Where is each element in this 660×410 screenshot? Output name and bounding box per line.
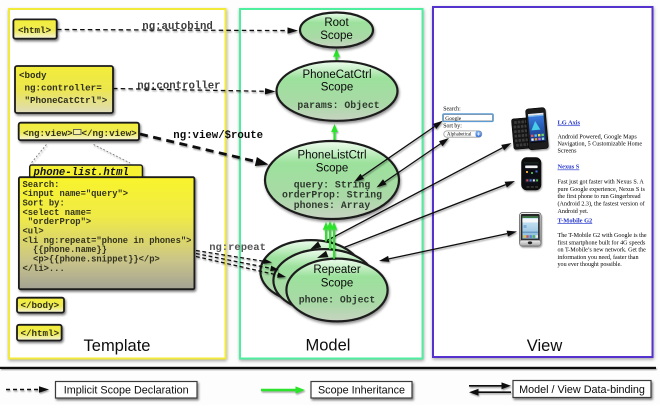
svg-text:ng:controller=: ng:controller= [19,83,102,94]
svg-text:"orderProp">: "orderProp"> [23,217,92,227]
svg-text:phone: Object: phone: Object [299,294,375,305]
svg-text:Template: Template [84,337,151,355]
svg-text:<body: <body [19,70,47,81]
svg-text:Repeater: Repeater [313,264,360,276]
svg-text:phones: Array: phones: Array [294,200,371,211]
svg-text:params: Object: params: Object [297,100,379,111]
svg-text:Scope: Scope [320,30,353,42]
svg-text:</ng:view>: </ng:view> [82,128,138,139]
svg-text:PhoneListCtrl: PhoneListCtrl [297,150,366,162]
svg-text:Android yet.: Android yet. [558,209,589,215]
svg-text:ng:view/$route: ng:view/$route [173,130,263,142]
svg-text:View: View [527,337,563,355]
svg-text:first smartphone built for 4G: first smartphone built for 4G speeds [558,239,646,246]
svg-text:<input name="query">: <input name="query"> [23,189,129,199]
svg-text:</body>: </body> [21,300,60,311]
svg-text:"PhoneCatCtrl">: "PhoneCatCtrl"> [19,95,108,106]
svg-text:Root: Root [324,17,349,29]
svg-text:PhoneCatCtrl: PhoneCatCtrl [302,69,371,81]
svg-text:Navigation, 5 Customizable Hom: Navigation, 5 Customizable Home [558,142,643,148]
svg-text:phone-list.html: phone-list.html [33,167,129,179]
svg-text:Fast just got faster with Nexu: Fast just got faster with Nexus S. A [558,178,645,185]
svg-text:ng:autobind: ng:autobind [142,21,213,33]
svg-text:Nexus S: Nexus S [558,164,580,171]
svg-text:the first phone to run Gingerb: the first phone to run Gingerbread [558,193,641,200]
svg-text:T-Mobile G2: T-Mobile G2 [558,217,593,224]
svg-text:you ever thought possible.: you ever thought possible. [558,262,623,268]
svg-text:Search:: Search: [443,106,461,112]
svg-text:Alphabetical: Alphabetical [447,133,472,138]
svg-text:(Android 2.3), the fastest ver: (Android 2.3), the fastest version of [558,201,646,208]
svg-text:pure Google experience, Nexus: pure Google experience, Nexus S is [558,187,646,193]
svg-text:<ul>: <ul> [23,227,44,237]
svg-text:Model / View Data-binding: Model / View Data-binding [519,384,645,396]
svg-text:Scope: Scope [321,82,354,94]
svg-text:Implicit Scope Declaration: Implicit Scope Declaration [64,385,189,397]
svg-text:on T-Mobile’s new network. Get: on T-Mobile’s new network. Get the [558,248,647,254]
svg-text:The T-Mobile G2 with Google is: The T-Mobile G2 with Google is the [558,233,647,239]
svg-text:Google: Google [445,116,461,122]
svg-text:orderProp: String: orderProp: String [282,190,382,201]
svg-text:</li>...: </li>... [23,264,65,274]
svg-text:Model: Model [306,337,351,355]
svg-text:Scope: Scope [321,278,354,290]
svg-text:Screens: Screens [558,149,578,155]
svg-text:Sort by:: Sort by: [443,124,462,130]
svg-text:<select name=: <select name= [23,208,92,218]
svg-text:Scope Inheritance: Scope Inheritance [318,385,405,397]
svg-text:Scope: Scope [316,162,349,174]
svg-text:ng:repeat: ng:repeat [209,242,266,254]
svg-text:information you need, faster t: information you need, faster than [558,254,639,261]
svg-text:<p>{{phone.snippet}}</p>: <p>{{phone.snippet}}</p> [23,255,160,265]
svg-text:<ng:view>: <ng:view> [23,128,73,139]
svg-text:<li ng:repeat="phone in phones: <li ng:repeat="phone in phones"> [23,236,192,246]
svg-text:{{phone.name}}: {{phone.name}} [23,245,107,255]
svg-text:</html>: </html> [21,328,60,339]
svg-text:Android Powered, Google Maps: Android Powered, Google Maps [558,134,638,140]
svg-text:Search:: Search: [23,180,60,190]
svg-text:LG Axis: LG Axis [558,119,581,126]
svg-text:query: String: query: String [294,179,371,190]
svg-text:Sort by:: Sort by: [23,199,65,209]
svg-text:ng:controller: ng:controller [137,81,220,93]
svg-text:<html>: <html> [18,25,52,36]
